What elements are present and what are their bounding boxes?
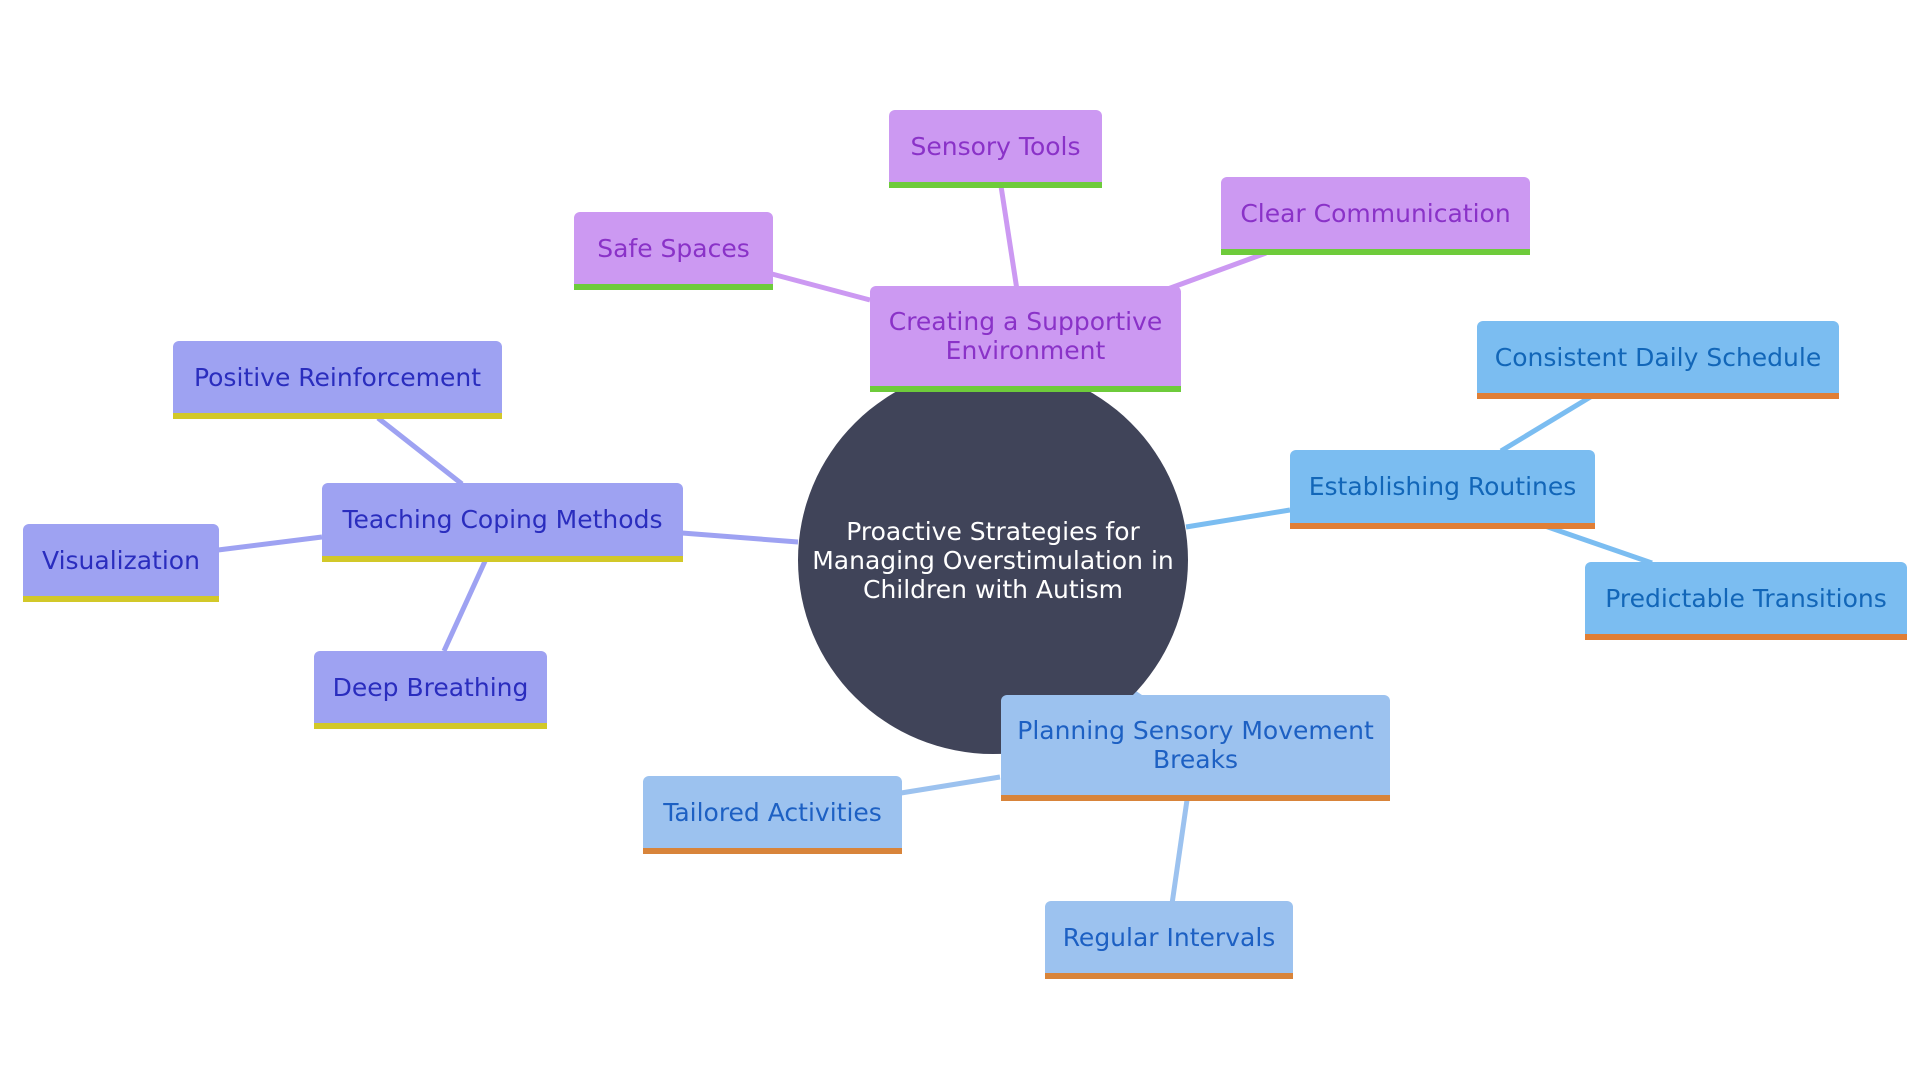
leaf-safe-spaces: Safe Spaces	[574, 212, 773, 290]
leaf-sensory-tools: Sensory Tools	[889, 110, 1102, 188]
edge-supportive-safe-spaces	[771, 271, 871, 303]
edge-routines-predictable-transitions	[1544, 523, 1653, 566]
center-label: Proactive Strategies for Managing Overst…	[812, 516, 1174, 604]
leaf-consistent-daily-schedule: Consistent Daily Schedule	[1477, 321, 1839, 399]
edge-coping-visualization	[217, 534, 323, 553]
edge-supportive-sensory-tools	[998, 185, 1020, 291]
edge-breaks-tailored-activities	[900, 774, 1001, 796]
center-node: Proactive Strategies for Managing Overst…	[798, 366, 1188, 754]
leaf-label: Clear Communication	[1240, 198, 1511, 228]
branch-label: Teaching Coping Methods	[342, 505, 663, 534]
leaf-positive-reinforcement: Positive Reinforcement	[173, 341, 502, 419]
branch-label: Establishing Routines	[1308, 472, 1577, 501]
leaf-label: Deep Breathing	[332, 672, 529, 702]
leaf-clear-communication: Clear Communication	[1221, 177, 1530, 255]
leaf-regular-intervals: Regular Intervals	[1045, 901, 1293, 979]
branch-coping-methods: Teaching Coping Methods	[322, 483, 683, 562]
edge-coping-deep-breathing	[441, 557, 489, 653]
leaf-label: Tailored Activities	[663, 797, 882, 827]
branch-label: Planning Sensory Movement Breaks	[1017, 716, 1374, 774]
leaf-label: Sensory Tools	[910, 131, 1081, 161]
edge-coping-positive-reinforcement	[376, 416, 464, 486]
leaf-visualization: Visualization	[23, 524, 219, 602]
edge-center-coping-methods	[681, 530, 799, 545]
leaf-label: Regular Intervals	[1062, 922, 1276, 952]
leaf-tailored-activities: Tailored Activities	[643, 776, 902, 854]
leaf-label: Predictable Transitions	[1605, 583, 1887, 613]
leaf-label: Consistent Daily Schedule	[1494, 342, 1822, 372]
branch-establishing-routines: Establishing Routines	[1290, 450, 1595, 529]
leaf-label: Safe Spaces	[597, 233, 750, 263]
edge-routines-consistent-schedule	[1499, 393, 1594, 454]
leaf-label: Visualization	[42, 545, 200, 575]
leaf-label: Positive Reinforcement	[193, 362, 482, 392]
leaf-deep-breathing: Deep Breathing	[314, 651, 547, 729]
edge-center-routines	[1185, 507, 1291, 530]
edge-supportive-clear-communication	[1164, 250, 1267, 293]
branch-sensory-movement-breaks: Planning Sensory Movement Breaks	[1001, 695, 1390, 801]
leaf-predictable-transitions: Predictable Transitions	[1585, 562, 1907, 640]
branch-label: Creating a Supportive Environment	[888, 307, 1163, 365]
edge-breaks-regular-intervals	[1169, 799, 1190, 905]
branch-supportive-environment: Creating a Supportive Environment	[870, 286, 1181, 392]
